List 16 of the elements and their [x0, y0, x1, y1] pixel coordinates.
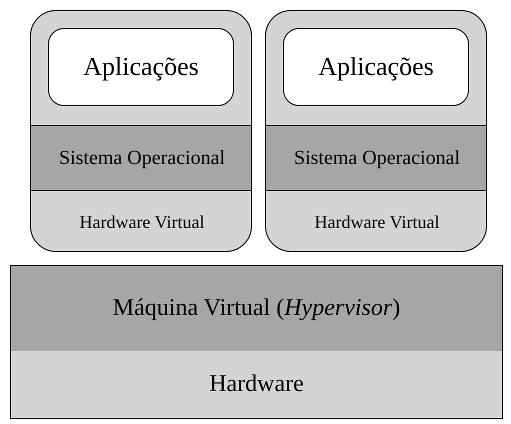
layer-label: Sistema Operacional [58, 146, 226, 170]
hypervisor-layer [10, 265, 503, 352]
applications-box [48, 28, 234, 106]
hardware-layer [10, 351, 503, 419]
operating-system-layer [31, 125, 251, 191]
layer-label: Hardware [209, 371, 304, 398]
layer-label: Máquina Virtual (Hypervisor) [112, 295, 400, 322]
operating-system-layer [266, 125, 486, 191]
layer-label: Aplicações [83, 52, 199, 82]
layer-label: Aplicações [318, 52, 434, 82]
layer-label: Sistema Operacional [294, 146, 460, 170]
layer-label: Hardware Virtual [79, 212, 205, 232]
applications-box [283, 28, 469, 106]
layer-label: Hardware Virtual [314, 212, 440, 232]
virtual-machine-box [30, 10, 252, 252]
virtual-machine-box [265, 10, 487, 252]
